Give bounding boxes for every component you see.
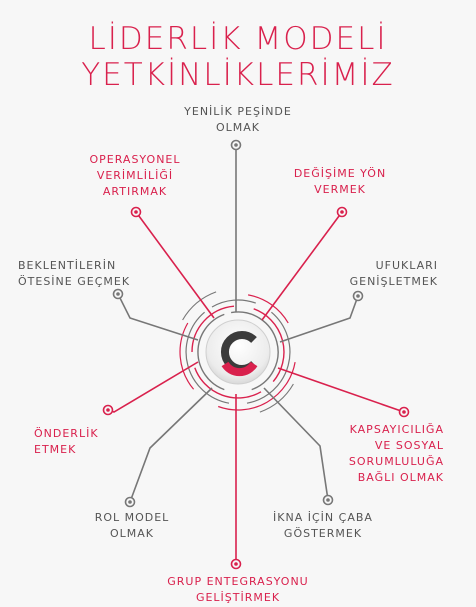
label-line: ÖNDERLİK [34, 427, 99, 440]
center-hub [205, 319, 271, 385]
label-line: OLMAK [109, 527, 154, 540]
ring-arc [230, 311, 279, 391]
spoke-line-operasyonel [135, 211, 215, 319]
label-kapsayici: KAPSAYICILIĞA VE SOSYAL SORUMLULUĞA BAĞL… [316, 422, 444, 486]
label-line: ROL MODEL [94, 511, 170, 524]
label-line: DEĞİŞİME YÖN [293, 167, 387, 180]
ring-arc [185, 311, 230, 404]
label-ufuklari: UFUKLARI GENİŞLETMEK [330, 258, 438, 290]
label-line: İKNA İÇİN ÇABA [273, 511, 373, 524]
label-beklenti: BEKLENTİLERİN ÖTESİNE GEÇMEK [18, 258, 158, 290]
node-dot-center [402, 410, 406, 414]
node-dot-center [116, 292, 120, 296]
label-line: GENİŞLETMEK [349, 275, 438, 288]
ring-arc [259, 383, 294, 413]
ring-arc [247, 294, 289, 324]
node-dot-center [128, 500, 132, 504]
ring-arc [211, 299, 257, 308]
ring-arc [217, 361, 296, 411]
c-logo-icon [220, 331, 258, 377]
node-dot-center [134, 210, 138, 214]
ring-arc [246, 311, 291, 404]
center-rings [179, 291, 296, 413]
label-line: VERMEK [314, 183, 366, 196]
ring-arc [191, 305, 235, 353]
label-line: GRUP ENTEGRASYONU [167, 575, 309, 588]
label-operasyonel: OPERASYONEL VERİMLİLİĞİ ARTIRMAK [80, 152, 190, 200]
ring-arc [182, 291, 217, 321]
diagram-title-line-1: LİDERLİK MODELİ [88, 21, 388, 57]
label-onderlik: ÖNDERLİK ETMEK [34, 426, 134, 458]
node-dot-center [340, 210, 344, 214]
diagram-title-line-2: YETKİNLİKLERİMİZ [81, 57, 395, 93]
label-line: SORUMLULUĞA [348, 455, 444, 468]
label-line: ARTIRMAK [102, 185, 168, 198]
ring-arc [194, 367, 262, 399]
label-line: YENİLİK PEŞİNDE [184, 105, 292, 118]
label-ikna: İKNA İÇİN ÇABA GÖSTERMEK [258, 510, 388, 542]
label-line: UFUKLARI [375, 259, 438, 272]
spoke-line-degisim [261, 211, 343, 321]
node-dot-center [234, 143, 238, 147]
spoke-line-onderlik [107, 361, 199, 413]
spoke-lines [102, 139, 410, 570]
label-line: ÖTESİNE GEÇMEK [18, 275, 131, 288]
label-line: OLMAK [215, 121, 260, 134]
spoke-line-ufuklari [279, 295, 359, 343]
spoke-line-beklenti [117, 293, 199, 341]
label-line: GÖSTERMEK [283, 527, 363, 540]
spoke-line-ikna [263, 387, 329, 501]
spoke-line-rolmodel [129, 387, 213, 503]
ring-arc [197, 313, 225, 391]
node-dot-center [234, 562, 238, 566]
label-line: ETMEK [34, 443, 77, 456]
label-rolmodel: ROL MODEL OLMAK [72, 510, 192, 542]
label-line: VERİMLİLİĞİ [96, 169, 174, 182]
spoke-line-kapsayici [277, 367, 405, 413]
label-degisim: DEĞİŞİME YÖN VERMEK [280, 166, 400, 198]
node-dot-center [356, 294, 360, 298]
label-yenilik: YENİLİK PEŞİNDE OLMAK [168, 104, 308, 136]
label-line: BEKLENTİLERİN [18, 259, 117, 272]
label-grup: GRUP ENTEGRASYONU GELİŞTİRMEK [148, 574, 328, 606]
label-line: BAĞLI OLMAK [357, 471, 444, 484]
label-line: VE SOSYAL [374, 439, 444, 452]
ring-arc [179, 322, 195, 390]
node-dot-center [326, 498, 330, 502]
label-line: KAPSAYICILIĞA [349, 423, 444, 436]
ring-arc [253, 308, 285, 383]
node-dot-center [106, 408, 110, 412]
label-line: GELİŞTİRMEK [195, 591, 281, 604]
label-line: OPERASYONEL [89, 153, 181, 166]
